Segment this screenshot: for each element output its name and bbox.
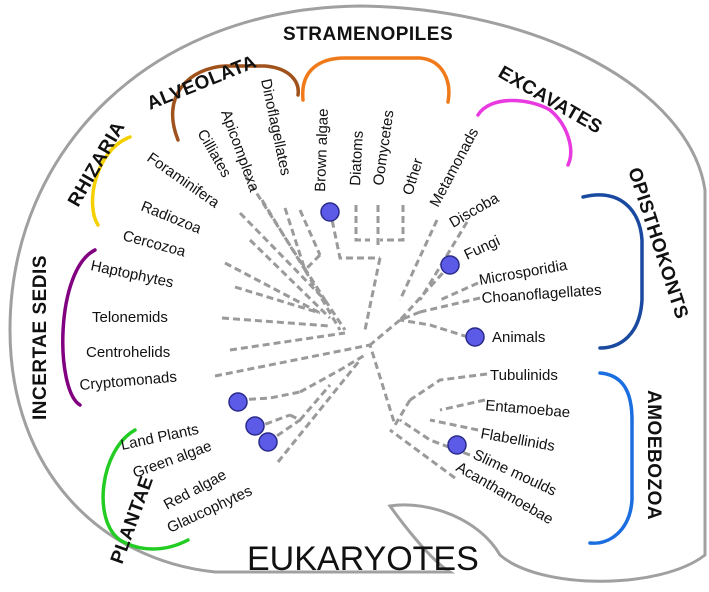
amoebozoa-label: AMOEBOZOA	[643, 390, 664, 520]
opisthokonts-bracket	[581, 193, 644, 350]
land-plants-marker	[228, 392, 248, 412]
plantae-bracket	[101, 428, 190, 551]
leaf-brown-algae: Brown algae	[312, 108, 332, 192]
diagram-title: EUKARYOTES	[247, 540, 479, 578]
amoebozoa-bracket	[588, 371, 634, 545]
leaf-apicomplexa: Apicomplexa	[217, 108, 263, 195]
fungi-marker	[440, 255, 460, 275]
leaf-tubulinids: Tubulinids	[490, 367, 558, 384]
leaf-fungi: Fungi	[462, 232, 503, 263]
excavates-bracket	[476, 98, 573, 167]
leaf-centrohelids: Centrohelids	[86, 344, 170, 361]
leaf-animals: Animals	[492, 329, 545, 346]
leaf-dinoflagellates: Dinoflagellates	[257, 77, 294, 177]
green-algae-marker	[245, 416, 265, 436]
brown-algae-marker	[320, 202, 340, 222]
leaf-discoba: Discoba	[447, 189, 503, 231]
incertae-sedis-bracket	[61, 248, 97, 407]
red-algae-marker	[258, 432, 278, 452]
alveolata-bracket	[171, 64, 300, 142]
plantae-label: PLANTAE	[107, 473, 158, 566]
leaf-cercozoa: Cercozoa	[121, 227, 188, 260]
slime-moulds-marker	[447, 435, 467, 455]
markers	[228, 202, 485, 455]
incertae-sedis-label: INCERTAE SEDIS	[30, 255, 51, 420]
leaf-metamonads: Metamonads	[427, 125, 483, 210]
rhizaria-label: RHIZARIA	[64, 118, 130, 211]
animals-marker	[465, 327, 485, 347]
leaf-diatoms: Diatoms	[347, 130, 367, 186]
leaf-other: Other	[400, 156, 427, 197]
leaf-radiozoa: Radiozoa	[139, 198, 205, 238]
leaf-flabellinids: Flabellinids	[479, 425, 556, 455]
leaf-entamoebae: Entamoebae	[485, 397, 571, 421]
opisthokonts-label: OPISTHOKONTS	[623, 165, 692, 322]
alveolata-label: ALVEOLATA	[144, 52, 260, 115]
leaf-cryptomonads: Cryptomonads	[79, 369, 178, 394]
leaf-oomycetes: Oomycetes	[370, 109, 397, 186]
rhizaria-bracket	[90, 135, 132, 227]
stramenopiles-bracket	[301, 56, 451, 104]
leaf-telonemids: Telonemids	[92, 309, 168, 326]
leaf-haptophytes: Haptophytes	[89, 257, 175, 291]
outer-boundary	[8, 4, 707, 583]
stramenopiles-label: STRAMENOPILES	[283, 24, 453, 45]
